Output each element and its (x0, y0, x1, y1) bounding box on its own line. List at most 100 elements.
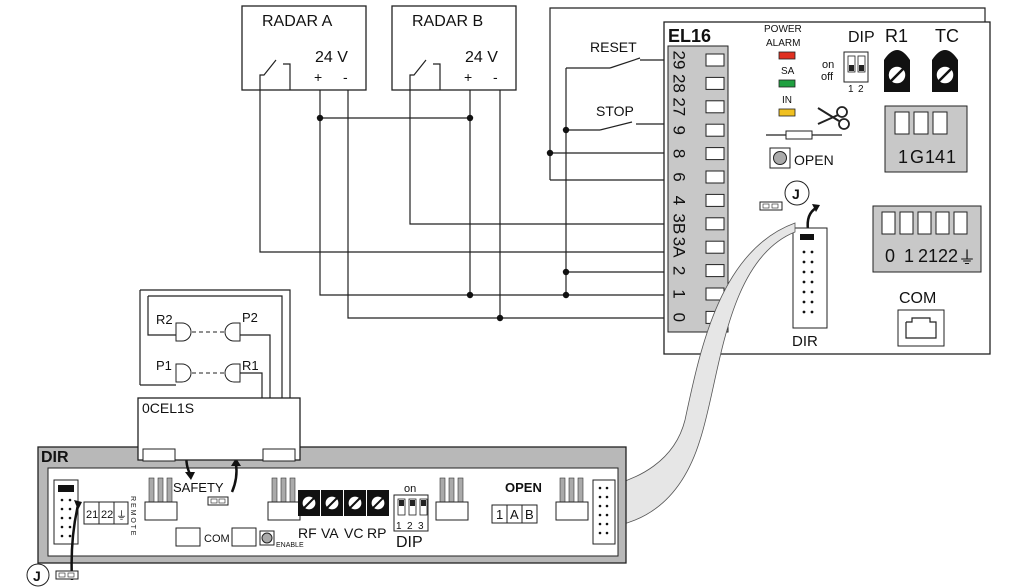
dir-dip-on: on (404, 483, 416, 495)
sa-led (778, 79, 796, 88)
radar-b-relay-contact (409, 59, 427, 90)
stop-switch: STOP (596, 103, 634, 131)
dir-term-21: 21 (86, 509, 98, 521)
dir-dip-label: DIP (396, 534, 423, 551)
radar-b-box: RADAR B 24 V + - (391, 5, 517, 91)
dir-dip-num-2: 2 (407, 521, 413, 532)
photocells: R2 P2 P1 R1 (156, 310, 259, 383)
radar-a-title: RADAR A (262, 13, 333, 30)
el16-com-label: COM (899, 290, 936, 307)
radar-a-minus: - (343, 69, 348, 85)
r1-label: R1 (885, 26, 908, 46)
dir-header-connector-4 (555, 477, 589, 521)
photocell-p1-label: P1 (156, 358, 172, 373)
radar-b-minus: - (493, 69, 498, 85)
pot-rf-label: RF (298, 525, 317, 541)
el16-terminal-28 (705, 76, 725, 90)
stop-label: STOP (596, 103, 634, 119)
ocel1s-label: 0CEL1S (142, 400, 194, 416)
el16-terminal-8 (705, 147, 725, 161)
in-led (778, 108, 796, 117)
tc-label: TC (935, 26, 959, 46)
enable-label: ENABLE (276, 542, 304, 549)
block-top-label-1: 1 (898, 147, 908, 167)
photocell-r2-icon (175, 322, 192, 342)
dir-header-connector-3 (435, 477, 469, 521)
radar-b-plus: + (464, 69, 472, 85)
open-label: OPEN (794, 152, 834, 168)
el16-terminal-9 (705, 123, 725, 137)
dir-header-connector-1 (144, 477, 178, 521)
alarm-label: ALARM (766, 38, 800, 49)
dir-open-term-1: 1 (496, 507, 503, 522)
dir-pot-icon-2 (321, 490, 343, 516)
dir-com-connector-right (231, 527, 257, 547)
dir-pot-icon-1 (298, 490, 320, 516)
in-label: IN (782, 95, 792, 106)
bottom-jumper-circle (26, 563, 50, 587)
enable-button (261, 532, 273, 544)
el16-terminal-29 (705, 53, 725, 67)
dir-com-connector-left (175, 527, 201, 547)
block-bottom-label-1: 1 (904, 246, 914, 266)
power-label: POWER (764, 24, 802, 35)
el16-title: EL16 (668, 26, 711, 46)
photocell-p2-label: P2 (242, 310, 258, 325)
photocell-r2-label: R2 (156, 312, 173, 327)
photocell-r1-icon (224, 363, 241, 383)
el16-terminal-label-29: 29 (670, 51, 689, 70)
el16-dip-num-2: 2 (858, 84, 864, 95)
photocell-r1-label: R1 (242, 358, 259, 373)
jumper-j-label: J (792, 186, 800, 202)
reset-label: RESET (590, 39, 637, 55)
junction-dots (316, 114, 570, 322)
radar-a-box: RADAR A 24 V + - (241, 5, 367, 91)
el16-terminal-label-28: 28 (670, 74, 689, 93)
scissors-icon (817, 106, 850, 130)
el16-dir-connector (792, 227, 828, 329)
el16-terminal-4 (705, 193, 725, 207)
dir-open-terminal (491, 504, 538, 524)
pot-rp-label: RP (367, 525, 386, 541)
dir-dip-num-3: 3 (418, 521, 424, 532)
block-top-label-1b: 1 (946, 147, 956, 167)
safety-arrow-up-icon (230, 463, 238, 493)
reset-switch: RESET (590, 39, 641, 69)
el16-dip-num-1: 1 (848, 84, 854, 95)
photocell-p2-icon (224, 322, 241, 342)
el16-dip-off: off (821, 71, 834, 83)
safety-label: SAFETY (173, 480, 224, 495)
dir-open-term-b: B (525, 507, 534, 522)
el16-terminal-3A (705, 240, 725, 254)
el16-terminal-label-8: 8 (670, 149, 689, 158)
pot-va-label: VA (321, 525, 339, 541)
dir-open-term-a: A (510, 507, 519, 522)
block-top-label-14: 14 (925, 147, 945, 167)
radar-a-voltage: 24 V (315, 49, 348, 66)
ground-icon: ⏚ (958, 248, 976, 268)
el16-dip-label: DIP (848, 29, 875, 46)
dir-term-22: 22 (101, 509, 113, 521)
radar-b-voltage: 24 V (465, 49, 498, 66)
el16-terminal-label-1: 1 (670, 289, 689, 298)
dir-remote-terminal (83, 501, 129, 525)
el16-terminal-label-4: 4 (670, 196, 689, 205)
dir-dip-num-1: 1 (396, 521, 402, 532)
el16-terminal-3B (705, 217, 725, 231)
el16-terminal-label-6: 6 (670, 172, 689, 181)
el16-dip-on: on (822, 59, 834, 71)
r1-potentiometer-icon (884, 50, 910, 92)
dir-open-label: OPEN (505, 480, 542, 495)
radar-a-plus: + (314, 69, 322, 85)
el16-terminal-label-2: 2 (670, 266, 689, 275)
jumper-pins (759, 201, 783, 211)
jumper-arrow-icon (806, 206, 817, 231)
photocell-p1-icon (175, 363, 192, 383)
el16-terminal-6 (705, 170, 725, 184)
el16-terminal-strip (667, 45, 729, 333)
dir-term-ground-icon: ⏚ (116, 509, 127, 522)
power-alarm-led (778, 51, 796, 60)
dir-remote-label: R E M O T E (129, 496, 136, 536)
